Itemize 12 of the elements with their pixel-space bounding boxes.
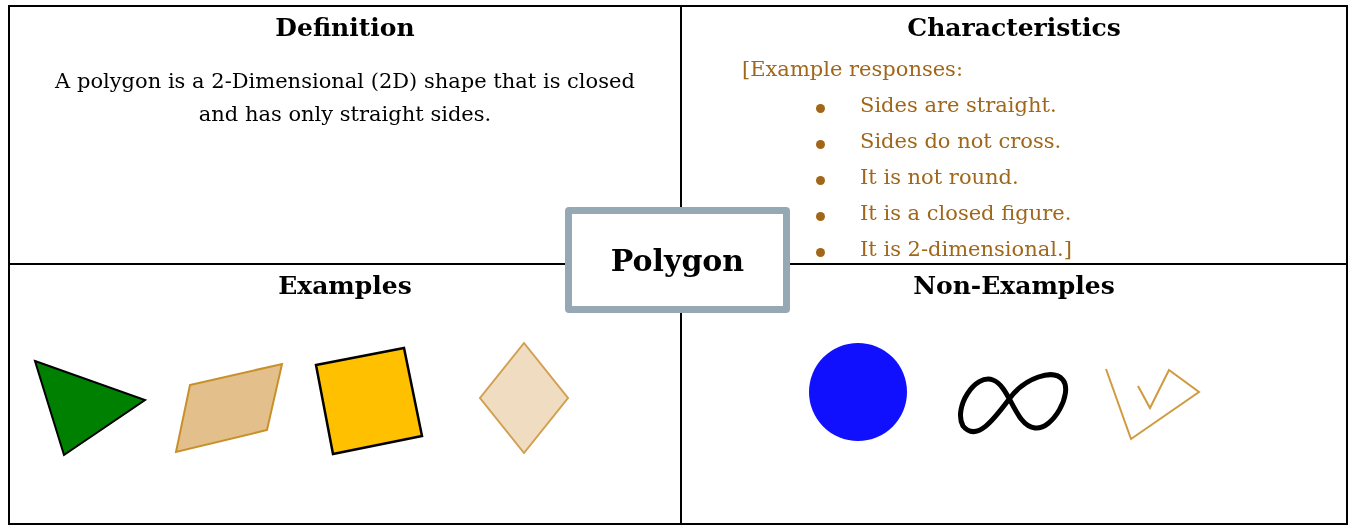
list-item: It is not round. (860, 165, 1019, 189)
list-item: It is 2-dimensional.] (860, 237, 1072, 261)
heading: Non-Examples (913, 271, 1115, 300)
list-item: Sides do not cross. (860, 129, 1062, 153)
definition-text: A polygon is a 2-Dimensional (2D) shape that is closed and has only straight sides. (54, 68, 636, 128)
note-text: [Example responses: (742, 57, 963, 81)
title-box: Polygon (565, 207, 790, 313)
heading: Characteristics (907, 13, 1121, 42)
heading: Definition (275, 13, 415, 42)
heading: Examples (278, 271, 412, 300)
list-item: It is a closed figure. (860, 201, 1072, 225)
list-item: Sides are straight. (860, 93, 1057, 117)
